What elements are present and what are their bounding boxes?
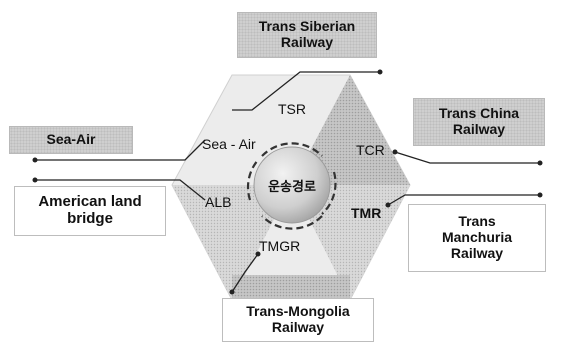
- segment-label-tcr: TCR: [356, 142, 385, 158]
- hexagon-wedge-right: [292, 185, 410, 300]
- box-trans-siberian-railway: Trans Siberian Railway: [237, 12, 377, 58]
- box-trans-manchuria-line2: Manchuria: [441, 229, 512, 246]
- box-trans-mongolia-line2: Railway: [271, 319, 325, 335]
- box-trans-manchuria-line3: Railway: [450, 244, 504, 261]
- box-trans-china-railway: Trans China Railway: [413, 98, 545, 146]
- box-american-land-bridge-line2: bridge: [67, 210, 113, 227]
- box-sea-air-line1: Sea-Air: [46, 131, 96, 148]
- connector-lines: [35, 71, 540, 293]
- segment-label-tmr: TMR: [351, 205, 382, 221]
- hexagon-wedge-upper-right: [292, 75, 410, 185]
- box-trans-manchuria-railway: Trans Manchuria Railway: [408, 204, 546, 272]
- box-trans-siberian-line2: Railway: [280, 34, 334, 50]
- segment-label-tmgr: TMGR: [259, 238, 301, 254]
- box-trans-mongolia-railway: Trans-Mongolia Railway: [222, 298, 374, 342]
- hexagon-bottom-band: [232, 275, 350, 300]
- center-label: 운송경로: [268, 179, 316, 194]
- hexagon-wedge-lower-left: [172, 185, 292, 300]
- center-globe: [253, 146, 331, 224]
- box-american-land-bridge: American land bridge: [14, 186, 166, 236]
- box-sea-air: Sea-Air: [9, 126, 133, 154]
- connector-dots: [32, 69, 543, 295]
- box-trans-manchuria-line1: Trans: [458, 213, 496, 230]
- box-trans-china-line1: Trans China: [438, 105, 520, 122]
- circular-arrows: [246, 142, 337, 230]
- box-trans-siberian-line1: Trans Siberian: [258, 18, 356, 35]
- box-trans-china-line2: Railway: [452, 121, 506, 137]
- box-trans-mongolia-line1: Trans-Mongolia: [246, 303, 350, 320]
- segment-label-sea-air: Sea - Air: [202, 136, 256, 152]
- segment-label-alb: ALB: [205, 194, 232, 210]
- box-american-land-bridge-line1: American land: [38, 193, 142, 211]
- segment-label-tsr: TSR: [278, 101, 306, 117]
